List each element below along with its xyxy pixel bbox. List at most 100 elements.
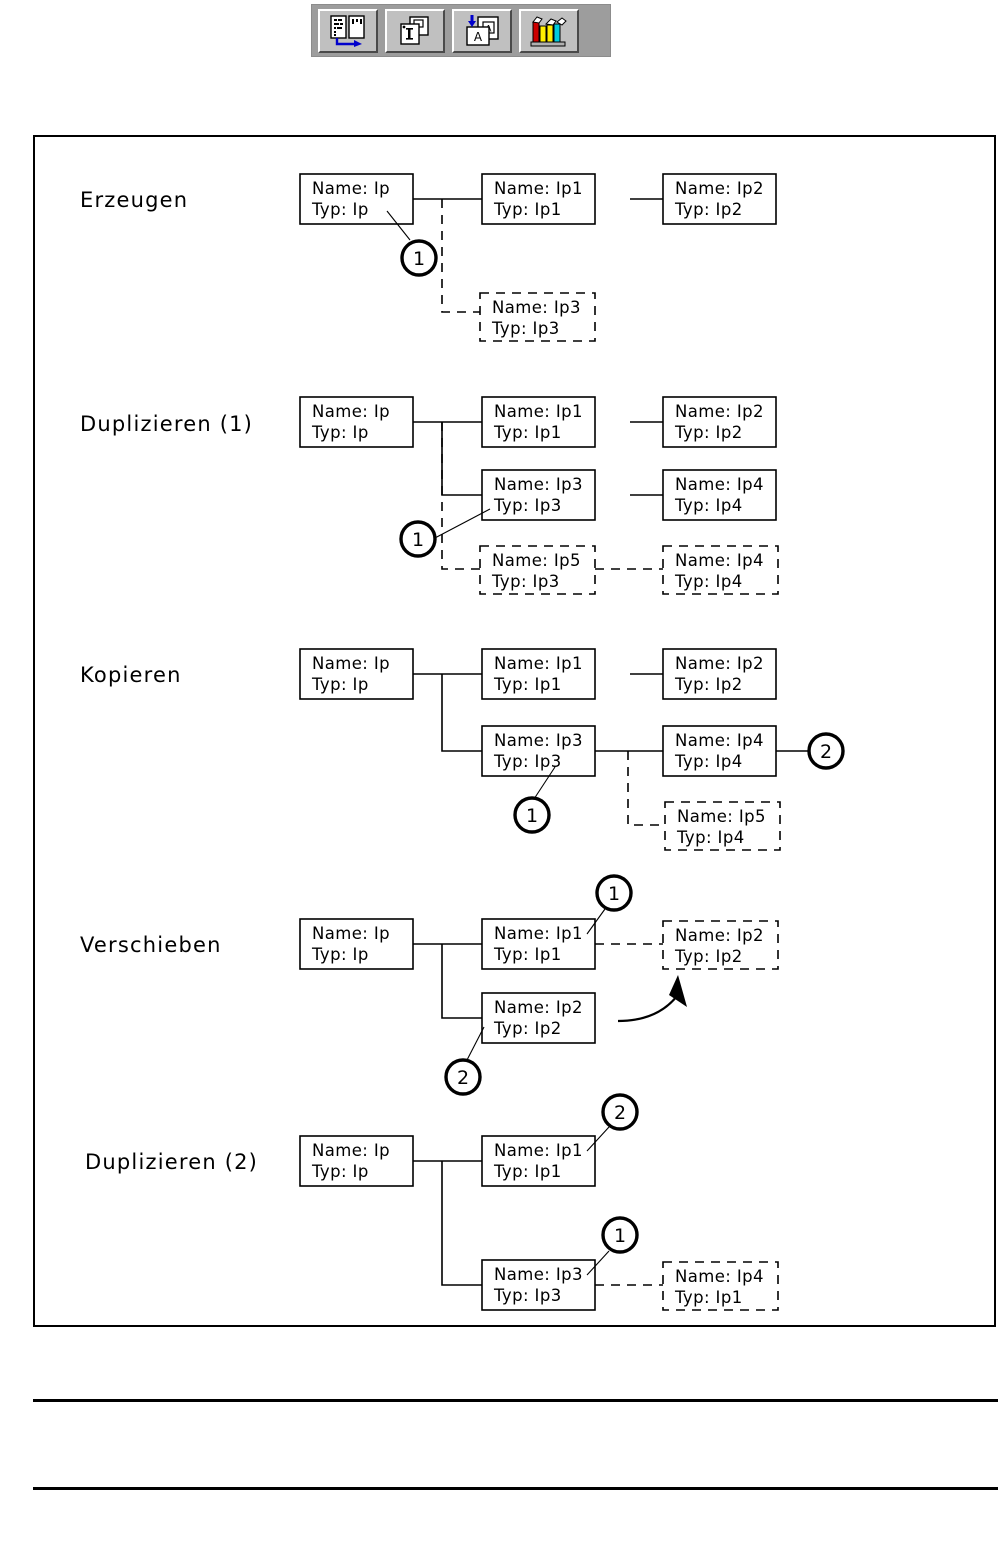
leader-line (466, 1026, 485, 1061)
duplicate-page-icon-button[interactable] (385, 8, 445, 53)
marker-2[interactable]: 2 (444, 1058, 482, 1096)
section-label: Verschieben (80, 933, 222, 957)
marker-2[interactable]: 2 (807, 732, 845, 770)
node-type: Typ: Ip (311, 675, 369, 694)
node-name: Name: Ip1 (494, 654, 583, 673)
node-name: Name: Ip3 (494, 475, 583, 494)
node-name: Name: Ip1 (494, 402, 583, 421)
node-type: Typ: Ip4 (674, 572, 743, 591)
marker-label: 1 (614, 1225, 626, 1247)
marker-2[interactable]: 2 (601, 1093, 639, 1131)
marker-1[interactable]: 1 (595, 874, 633, 912)
section-erzeugen: Erzeugen Name: Ip Typ: Ip 1 Name: Ip1 Ty… (80, 173, 777, 342)
node-name: Name: Ip (312, 924, 390, 943)
section-duplizieren-2: Duplizieren (2) Name: Ip Typ: Ip Name: I… (85, 1093, 779, 1311)
node-box[interactable]: Name: Ip Typ: Ip (299, 918, 414, 970)
leader-line (586, 1250, 610, 1276)
split-window-icon-button[interactable] (318, 8, 378, 53)
node-name: Name: Ip4 (675, 731, 764, 750)
node-box-ghost[interactable]: Name: Ip5 Typ: Ip3 (479, 545, 596, 595)
operations-diagram: Erzeugen Name: Ip Typ: Ip 1 Name: Ip1 Ty… (80, 173, 845, 1311)
connector-dashed (441, 199, 480, 313)
node-name: Name: Ip2 (675, 926, 764, 945)
node-box[interactable]: Name: Ip Typ: Ip (299, 648, 414, 700)
node-box-ghost[interactable]: Name: Ip4 Typ: Ip4 (662, 545, 779, 595)
section-verschieben: Verschieben Name: Ip Typ: Ip Name: Ip1 T… (80, 874, 779, 1096)
node-type: Typ: Ip2 (674, 423, 743, 442)
node-type: Typ: Ip2 (674, 947, 743, 966)
node-name: Name: Ip1 (494, 179, 583, 198)
node-box[interactable]: Name: Ip4 Typ: Ip4 (662, 725, 777, 777)
node-name: Name: Ip (312, 1141, 390, 1160)
node-name: Name: Ip2 (494, 998, 583, 1017)
marker-label: 1 (526, 805, 538, 827)
color-books-icon (529, 14, 569, 48)
node-box[interactable]: Name: Ip4 Typ: Ip4 (662, 469, 777, 521)
node-name: Name: Ip3 (494, 1265, 583, 1284)
node-box-ghost[interactable]: Name: Ip3 Typ: Ip3 (479, 292, 596, 342)
leader-line (533, 766, 556, 800)
marker-label: 2 (614, 1102, 626, 1124)
node-box-ghost[interactable]: Name: Ip2 Typ: Ip2 (662, 920, 779, 970)
node-type: Typ: Ip (311, 1162, 369, 1181)
node-type: Typ: Ip2 (674, 200, 743, 219)
connector (441, 422, 482, 496)
section-label: Erzeugen (80, 188, 188, 212)
marker-1[interactable]: 1 (399, 520, 437, 558)
section-label: Kopieren (80, 663, 182, 687)
node-name: Name: Ip2 (675, 179, 764, 198)
node-box[interactable]: Name: Ip1 Typ: Ip1 (481, 173, 596, 225)
node-type: Typ: Ip3 (493, 496, 562, 515)
section-duplizieren-1: Duplizieren (1) Name: Ip Typ: Ip Name: I… (80, 396, 779, 595)
node-box[interactable]: Name: Ip Typ: Ip (299, 173, 414, 225)
node-type: Typ: Ip (311, 945, 369, 964)
node-type: Typ: Ip2 (493, 1019, 562, 1038)
node-type: Typ: Ip (311, 200, 369, 219)
node-name: Name: Ip (312, 179, 390, 198)
node-type: Typ: Ip1 (493, 200, 562, 219)
node-box[interactable]: Name: Ip3 Typ: Ip3 (481, 725, 596, 777)
leader-line (586, 1126, 610, 1152)
node-box[interactable]: Name: Ip2 Typ: Ip2 (662, 396, 777, 448)
node-box[interactable]: Name: Ip2 Typ: Ip2 (662, 648, 777, 700)
node-box[interactable]: Name: Ip1 Typ: Ip1 (481, 918, 596, 970)
marker-label: 2 (457, 1067, 469, 1089)
node-name: Name: Ip4 (675, 475, 764, 494)
node-box[interactable]: Name: Ip3 Typ: Ip3 (481, 469, 596, 521)
node-box[interactable]: Name: Ip2 Typ: Ip2 (662, 173, 777, 225)
node-type: Typ: Ip4 (676, 828, 745, 847)
leader-line (386, 210, 411, 241)
node-name: Name: Ip4 (675, 551, 764, 570)
node-name: Name: Ip2 (675, 654, 764, 673)
node-name: Name: Ip1 (494, 1141, 583, 1160)
section-label: Duplizieren (2) (85, 1150, 258, 1174)
node-name: Name: Ip (312, 402, 390, 421)
node-box-ghost[interactable]: Name: Ip5 Typ: Ip4 (664, 801, 781, 851)
marker-label: 1 (608, 883, 620, 905)
marker-1[interactable]: 1 (513, 796, 551, 834)
node-type: Typ: Ip3 (491, 319, 560, 338)
node-name: Name: Ip3 (492, 298, 581, 317)
node-name: Name: Ip3 (494, 731, 583, 750)
node-type: Typ: Ip3 (491, 572, 560, 591)
node-box-ghost[interactable]: Name: Ip4 Typ: Ip1 (662, 1261, 779, 1311)
marker-1[interactable]: 1 (400, 239, 438, 277)
color-books-icon-button[interactable] (519, 8, 579, 53)
marker-1[interactable]: 1 (601, 1216, 639, 1254)
node-box[interactable]: Name: Ip1 Typ: Ip1 (481, 648, 596, 700)
node-name: Name: Ip4 (675, 1267, 764, 1286)
node-box[interactable]: Name: Ip Typ: Ip (299, 1135, 414, 1187)
marker-label: 1 (412, 529, 424, 551)
node-box[interactable]: Name: Ip1 Typ: Ip1 (481, 1135, 596, 1187)
marker-label: 1 (413, 248, 425, 270)
node-box[interactable]: Name: Ip3 Typ: Ip3 (481, 1259, 596, 1311)
node-type: Typ: Ip4 (674, 496, 743, 515)
copy-page-icon-button[interactable]: A A (452, 8, 512, 53)
node-box[interactable]: Name: Ip Typ: Ip (299, 396, 414, 448)
node-box[interactable]: Name: Ip1 Typ: Ip1 (481, 396, 596, 448)
svg-text:A: A (474, 30, 483, 44)
node-type: Typ: Ip3 (493, 752, 562, 771)
node-type: Typ: Ip4 (674, 752, 743, 771)
toolbar: A A (311, 4, 611, 57)
node-box[interactable]: Name: Ip2 Typ: Ip2 (481, 992, 596, 1044)
